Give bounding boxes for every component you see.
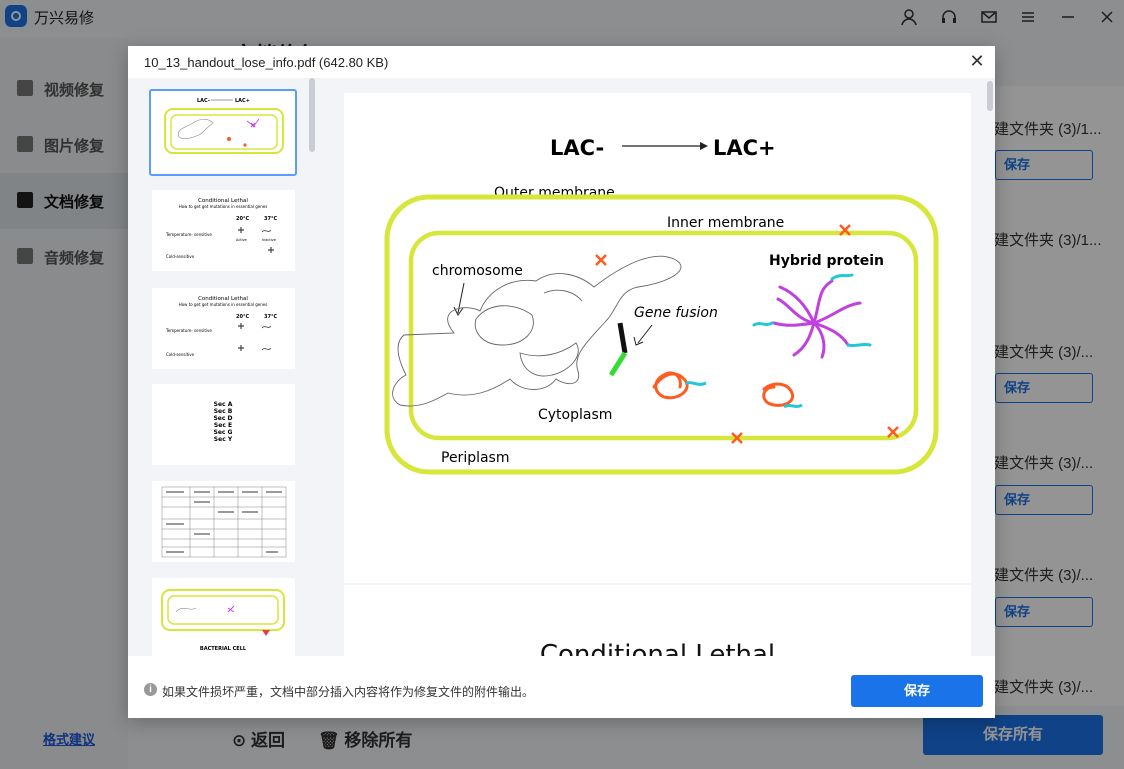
title-bar: 万兴易修 — [0, 0, 1124, 38]
file-row-save-button[interactable]: 保存 — [995, 373, 1093, 403]
file-row-name: 建文件夹 (3)/... — [994, 344, 1094, 361]
footer-note: 如果文件损坏严重，文档中部分插入内容将作为修复文件的附件输出。 — [162, 685, 535, 699]
periplasm-label: Periplasm — [441, 450, 510, 466]
preview-scrollbar[interactable] — [987, 81, 993, 111]
thumb-active: Active — [236, 238, 247, 242]
sidebar-item-audio-repair[interactable]: 音频修复 — [0, 229, 128, 285]
minimize-icon[interactable] — [1057, 8, 1079, 31]
thumb-sec-line: Sec Y — [214, 436, 233, 443]
svg-text:Temperature- sensitive: Temperature- sensitive — [165, 328, 212, 333]
thumb-title: Conditional Lethal — [198, 296, 248, 302]
thumb-sec-line: Sec E — [214, 422, 232, 429]
back-circle-icon: ⊙ — [232, 731, 247, 750]
page-thumbnail-1[interactable]: LAC- LAC+ — [149, 89, 297, 176]
mail-icon[interactable] — [978, 8, 1000, 31]
thumb-sec-line: Sec G — [214, 429, 233, 436]
thumb-temp-20: 20°C — [236, 216, 249, 222]
sidebar-item-photo-repair[interactable]: 图片修复 — [0, 117, 128, 173]
thumb-lac-plus: LAC+ — [235, 98, 250, 104]
thumb-row-cs: Cold-sensitive — [166, 254, 195, 259]
hybrid-protein-label: Hybrid protein — [769, 253, 884, 269]
cytoplasm-label: Cytoplasm — [538, 407, 612, 423]
user-icon[interactable] — [898, 8, 920, 31]
page-thumbnail-6[interactable]: BACTERIAL CELL — [152, 578, 295, 656]
sidebar: 视频修复 图片修复 文档修复 音频修复 — [0, 38, 128, 769]
file-row-name: 建文件夹 (3)/... — [994, 567, 1094, 584]
info-icon: i — [144, 683, 157, 696]
back-button[interactable]: ⊙ 返回 — [232, 726, 285, 751]
thumbnail-scrollbar[interactable] — [309, 78, 315, 152]
sidebar-item-video-repair[interactable]: 视频修复 — [0, 61, 128, 117]
sidebar-item-label: 图片修复 — [44, 138, 105, 155]
file-row-name: 建文件夹 (3)/... — [994, 679, 1094, 696]
file-row-save-button[interactable]: 保存 — [995, 597, 1093, 627]
dialog-footer: i 如果文件损坏严重，文档中部分插入内容将作为修复文件的附件输出。 保存 — [128, 656, 995, 718]
document-preview: LAC- LAC+ Outer membrane Inner membrane … — [322, 78, 995, 656]
inner-membrane-label: Inner membrane — [667, 215, 784, 231]
svg-text:20°C: 20°C — [236, 314, 249, 320]
app-name: 万兴易修 — [34, 10, 95, 27]
thumb-subtitle: How to get get mutations in essential ge… — [179, 204, 268, 209]
sidebar-item-label: 视频修复 — [44, 82, 105, 99]
thumb-subtitle: How to get get mutations in essential ge… — [179, 302, 268, 307]
chromosome-label: chromosome — [432, 263, 523, 279]
file-row-name: 建文件夹 (3)/1... — [994, 121, 1102, 138]
file-row-save-button[interactable]: 保存 — [995, 485, 1093, 515]
close-icon[interactable]: ✕ — [969, 51, 985, 71]
save-button[interactable]: 保存 — [851, 675, 983, 707]
remove-all-label: 移除所有 — [344, 731, 413, 750]
thumb-lac-minus: LAC- — [197, 98, 210, 104]
video-icon — [17, 80, 33, 96]
page2-title: Conditional Lethal — [539, 640, 776, 656]
thumb-sec-line: Sec A — [214, 401, 233, 408]
file-row-save-button[interactable]: 保存 — [995, 150, 1093, 180]
sidebar-item-document-repair[interactable]: 文档修复 — [0, 173, 128, 229]
thumb-row-ts: Temperature- sensitive — [165, 232, 212, 237]
close-icon[interactable] — [1096, 8, 1118, 31]
lac-minus-label: LAC- — [550, 136, 604, 160]
page-thumbnail-2[interactable]: Conditional Lethal How to get get mutati… — [152, 190, 295, 271]
remove-all-button[interactable]: 🗑︎ 移除所有 — [318, 726, 412, 751]
menu-icon[interactable] — [1017, 8, 1039, 31]
document-icon — [17, 192, 33, 208]
thumb-bacterial-cell: BACTERIAL CELL — [200, 646, 247, 652]
thumb-sec-line: Sec B — [214, 408, 233, 415]
dialog-title: 10_13_handout_lose_info.pdf (642.80 KB) — [144, 55, 389, 70]
thumb-inactive: Inactive — [262, 238, 276, 242]
preview-dialog: 10_13_handout_lose_info.pdf (642.80 KB) … — [128, 46, 995, 718]
format-suggestion-link[interactable]: 格式建议 — [43, 732, 96, 747]
page-thumbnail-3[interactable]: Conditional Lethal How to get get mutati… — [152, 288, 295, 369]
dialog-header: 10_13_handout_lose_info.pdf (642.80 KB) … — [128, 46, 995, 78]
thumb-sec-line: Sec D — [213, 415, 232, 422]
preview-page-2: Conditional Lethal — [344, 585, 971, 656]
app-logo-icon — [5, 5, 27, 27]
image-icon — [17, 136, 33, 152]
audio-icon — [17, 248, 33, 264]
thumbnail-list: LAC- LAC+ Conditional Lethal How to get … — [128, 78, 322, 656]
svg-text:Cold-sensitive: Cold-sensitive — [166, 352, 195, 357]
page-thumbnail-5[interactable] — [152, 481, 295, 562]
preview-page-1: LAC- LAC+ Outer membrane Inner membrane … — [344, 93, 971, 583]
page-thumbnail-4[interactable]: Sec A Sec B Sec D Sec E Sec G Sec Y — [152, 384, 295, 465]
back-label: 返回 — [250, 731, 285, 750]
marker-icon — [595, 224, 899, 444]
lac-plus-label: LAC+ — [713, 136, 776, 160]
thumb-temp-37: 37°C — [264, 216, 277, 222]
headset-icon[interactable] — [938, 8, 960, 31]
gene-fusion-label: Gene fusion — [634, 305, 718, 321]
sidebar-item-label: 音频修复 — [44, 250, 105, 267]
svg-text:37°C: 37°C — [264, 314, 277, 320]
sidebar-item-label: 文档修复 — [44, 194, 105, 211]
save-all-button[interactable]: 保存所有 — [923, 715, 1103, 755]
file-row-name: 建文件夹 (3)/... — [994, 455, 1094, 472]
thumb-title: Conditional Lethal — [198, 198, 248, 204]
file-row-name: 建文件夹 (3)/1... — [994, 232, 1102, 249]
trash-icon: 🗑︎ — [318, 731, 340, 750]
